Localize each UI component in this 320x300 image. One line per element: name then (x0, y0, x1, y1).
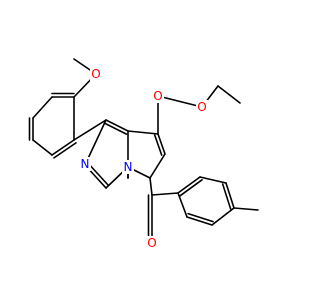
ester-carbonyl-oxygen-label: O (153, 89, 162, 103)
double-bond-line (86, 161, 110, 187)
bond-line (73, 119, 107, 141)
methoxy-oxygen-label: O (91, 67, 100, 81)
bond-line (186, 216, 213, 226)
methoxy-oxygen-atom: O (90, 67, 102, 81)
ester-carbonyl-oxygen-atom: O (152, 89, 164, 103)
bond-line (149, 153, 166, 179)
bond-line (177, 192, 188, 218)
bond-line (157, 95, 203, 108)
bond-line (177, 176, 201, 194)
bond-layer (28, 58, 259, 244)
double-bond-line (187, 212, 214, 223)
double-bond-line (153, 134, 163, 156)
bond-line (151, 192, 179, 196)
bond-line (51, 139, 75, 156)
bond-line (127, 130, 159, 135)
ring-nitrogen-label: N (81, 157, 90, 171)
atom-layer: O O O N N O (79, 67, 208, 250)
double-bond-line (221, 183, 232, 210)
ketone-oxygen-atom: O (146, 236, 158, 250)
bond-line (199, 176, 227, 184)
bridgehead-nitrogen-label: N (124, 160, 133, 174)
bond-line (157, 133, 166, 155)
double-bond-line (179, 179, 203, 197)
bridgehead-nitrogen-atom: N (122, 160, 134, 174)
double-bond-line (103, 122, 128, 135)
bond-line (233, 207, 259, 211)
bond-line (32, 139, 53, 156)
ester-oxygen-label: O (197, 100, 206, 114)
bond-line (217, 85, 241, 104)
bond-line (105, 119, 129, 132)
bond-line (149, 177, 153, 196)
double-bond-line (53, 142, 77, 159)
molecule-structure: O O O N N O (28, 58, 259, 250)
bond-line (32, 96, 53, 119)
ester-oxygen-atom: O (196, 100, 208, 114)
ring-nitrogen-atom: N (79, 157, 91, 171)
ketone-oxygen-label: O (147, 236, 156, 250)
bond-line (211, 207, 235, 226)
bond-line (225, 182, 235, 209)
